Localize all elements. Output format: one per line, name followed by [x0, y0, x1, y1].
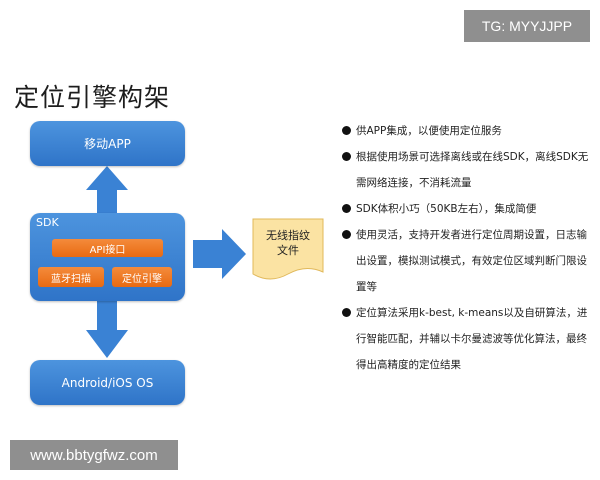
sdk-box: SDK API接口 蓝牙扫描 定位引擎	[30, 213, 185, 301]
feature-text: 使用灵活，支持开发者进行定位周期设置，日志输出设置，模拟测试模式，有效定位区域判…	[356, 229, 587, 293]
arrow-right	[193, 229, 246, 279]
doc-line-1: 无线指纹	[266, 229, 310, 242]
page-title: 定位引擎构架	[14, 83, 171, 112]
doc-text: 无线指纹 文件	[252, 228, 324, 258]
bullet-dot-icon	[342, 126, 351, 135]
feature-item: SDK体积小巧（50KB左右），集成简便	[340, 196, 590, 222]
mobile-app-box: 移动APP	[30, 121, 185, 166]
feature-item: 使用灵活，支持开发者进行定位周期设置，日志输出设置，模拟测试模式，有效定位区域判…	[340, 222, 590, 300]
bullet-dot-icon	[342, 230, 351, 239]
feature-text: 根据使用场景可选择离线或在线SDK，离线SDK无需网络连接，不消耗流量	[356, 151, 589, 189]
bullet-dot-icon	[342, 204, 351, 213]
sdk-label: SDK	[36, 216, 59, 229]
feature-text: 定位算法采用k-best, k-means以及自研算法，进行智能匹配，并辅以卡尔…	[356, 307, 588, 371]
doc-line-2: 文件	[277, 244, 299, 257]
bluetooth-scan-block: 蓝牙扫描	[38, 267, 104, 287]
fingerprint-file-doc: 无线指纹 文件	[252, 218, 324, 284]
location-engine-block: 定位引擎	[112, 267, 172, 287]
feature-item: 根据使用场景可选择离线或在线SDK，离线SDK无需网络连接，不消耗流量	[340, 144, 590, 196]
watermark-bottom: www.bbtygfwz.com	[10, 440, 178, 470]
document-icon	[252, 218, 324, 280]
android-ios-box: Android/iOS OS	[30, 360, 185, 405]
mobile-app-label: 移动APP	[84, 137, 131, 151]
watermark-top: TG: MYYJJPP	[464, 10, 590, 42]
feature-text: 供APP集成，以便使用定位服务	[356, 125, 502, 137]
feature-list: 供APP集成，以便使用定位服务 根据使用场景可选择离线或在线SDK，离线SDK无…	[340, 118, 590, 378]
arrow-down	[86, 301, 128, 358]
feature-item: 定位算法采用k-best, k-means以及自研算法，进行智能匹配，并辅以卡尔…	[340, 300, 590, 378]
feature-item: 供APP集成，以便使用定位服务	[340, 118, 590, 144]
android-ios-label: Android/iOS OS	[61, 375, 154, 390]
feature-text: SDK体积小巧（50KB左右），集成简便	[356, 203, 537, 215]
bullet-dot-icon	[342, 152, 351, 161]
arrow-up	[86, 166, 128, 213]
bullet-dot-icon	[342, 308, 351, 317]
api-interface-block: API接口	[52, 239, 163, 257]
